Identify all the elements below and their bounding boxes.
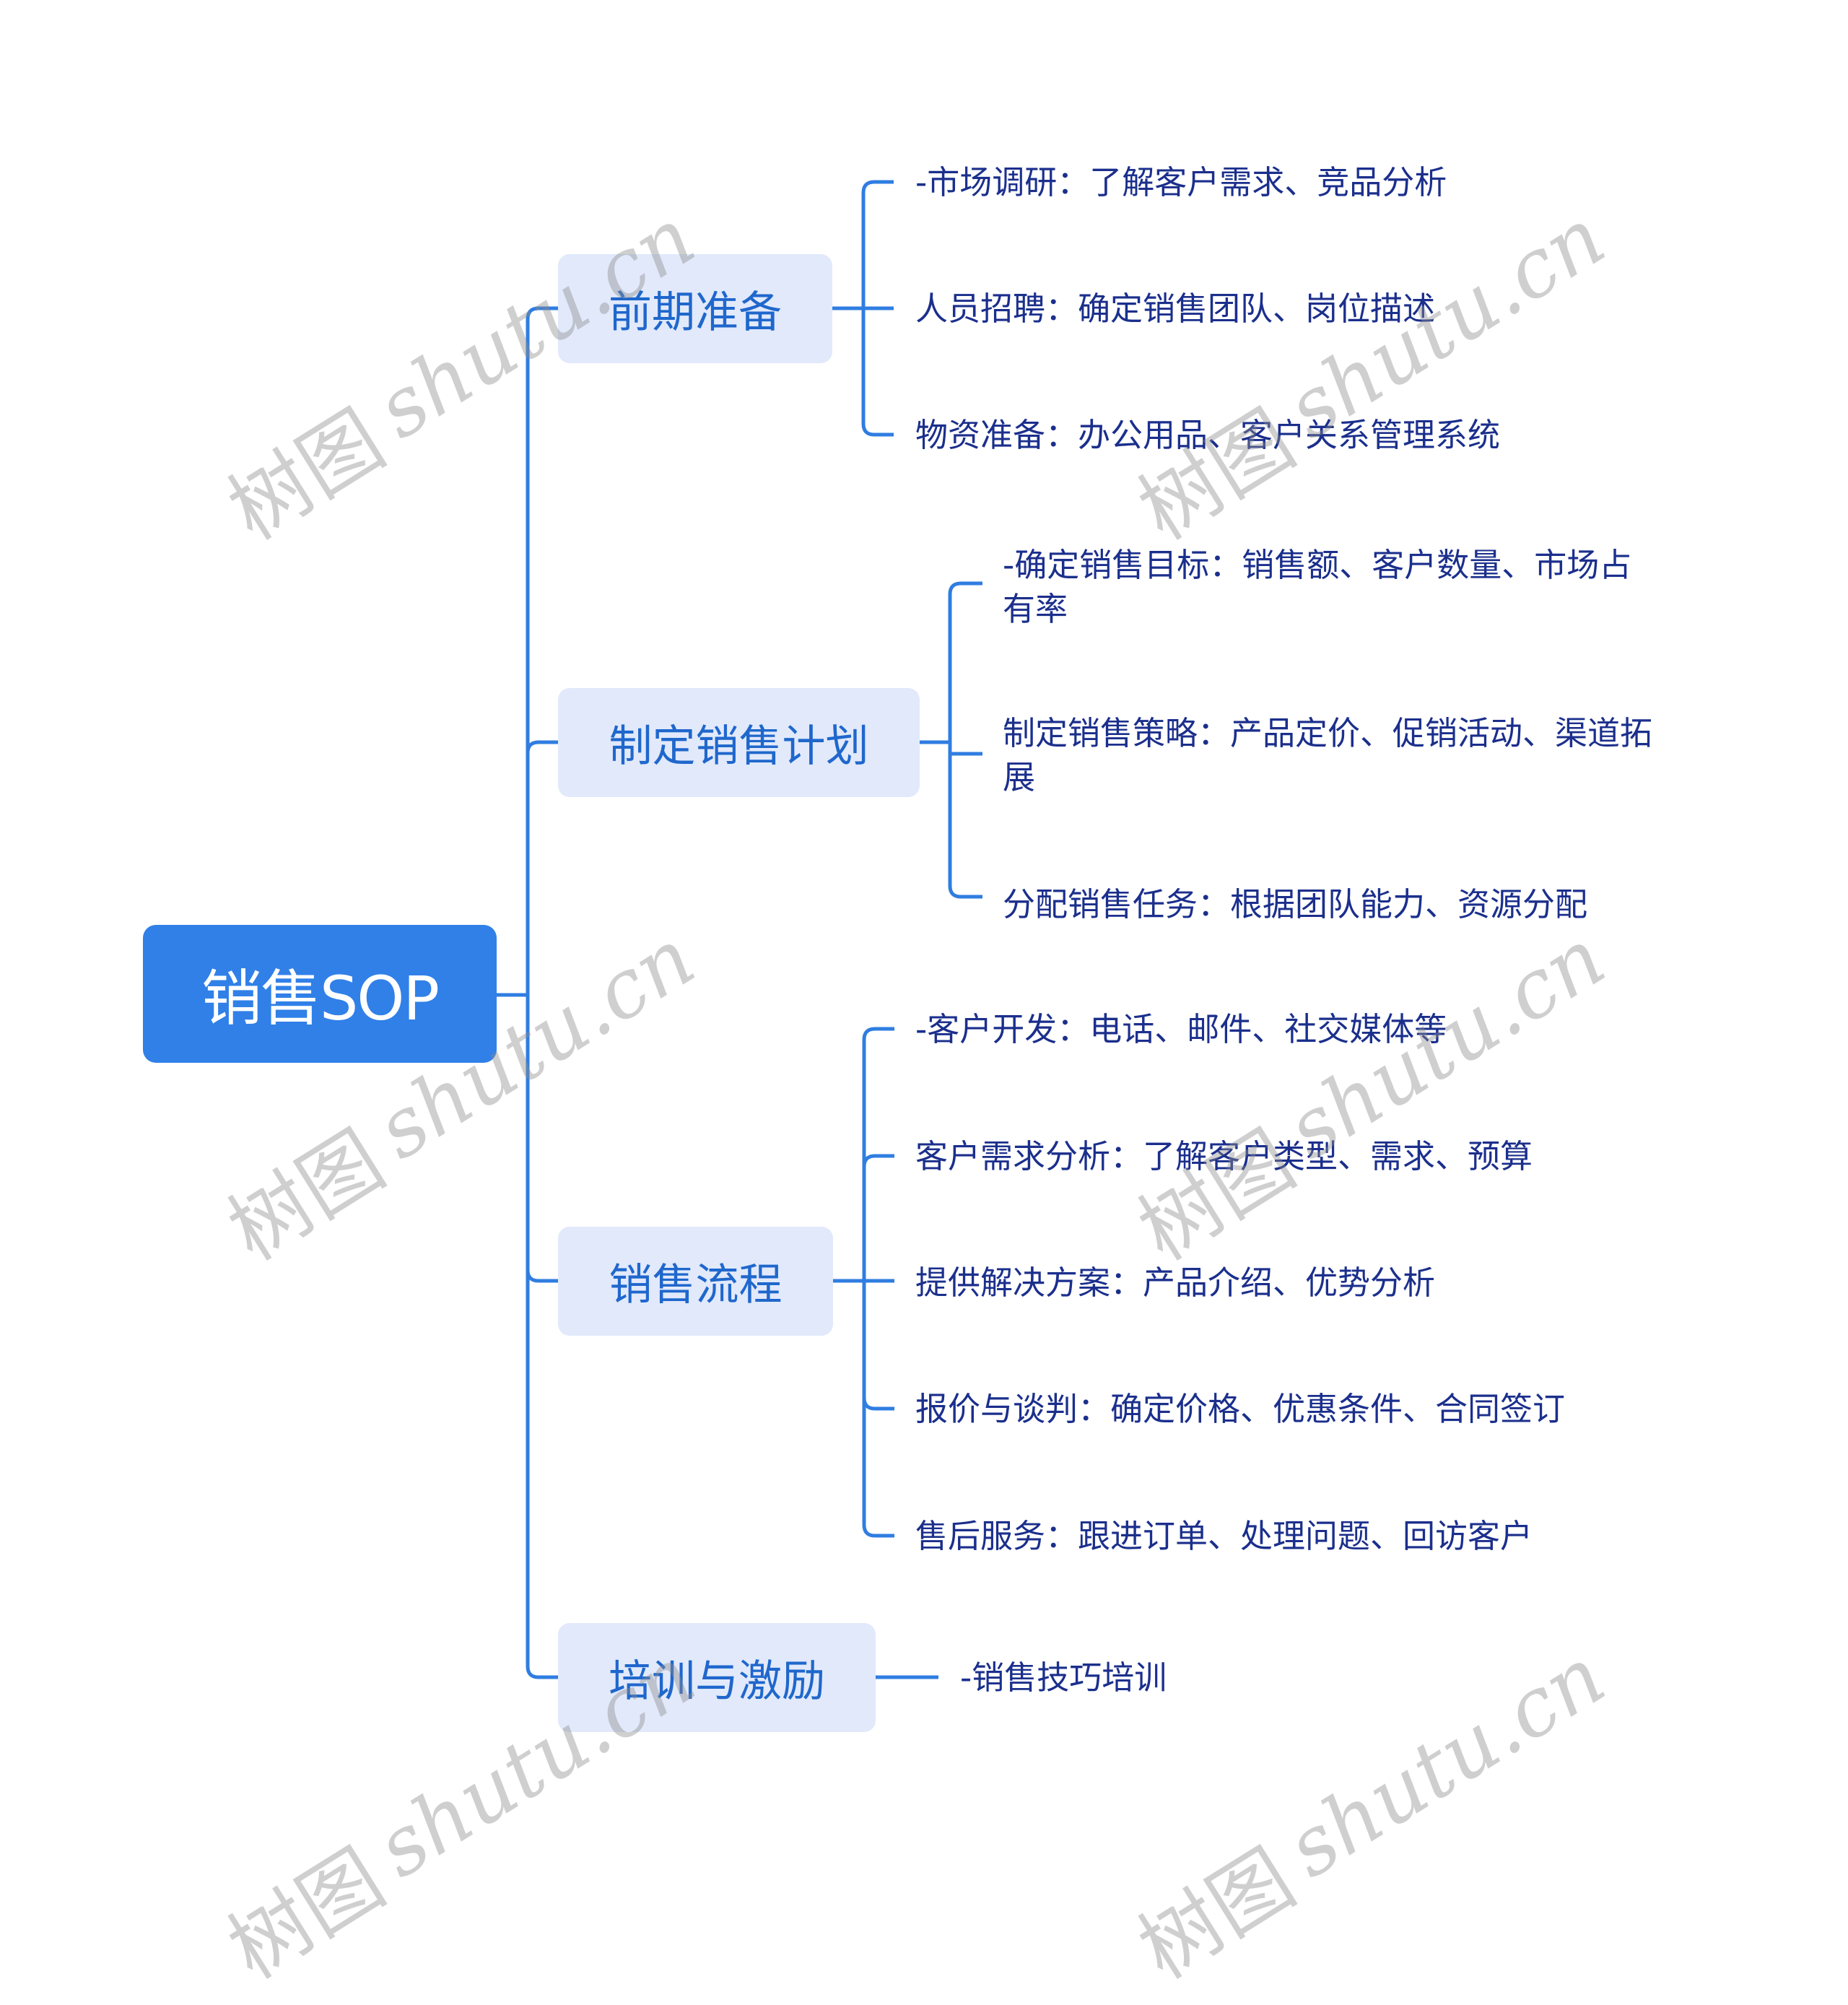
branch-node-training-incentive[interactable]: 培训与激励 [558,1623,876,1732]
leaf-text: 售后服务：跟进订单、处理问题、回访客户 [915,1517,1533,1555]
leaf-node[interactable]: -市场调研：了解客户需求、竞品分析 [915,160,1447,204]
leaf-node[interactable]: -确定销售目标：销售额、客户数量、市场占 有率 [1003,543,1631,631]
branch-node-early-preparation[interactable]: 前期准备 [558,254,832,363]
leaf-text: 提供解决方案：产品介绍、优势分析 [915,1264,1436,1302]
branch-1-bracket [861,180,894,437]
leaf-text-line-1: 制定销售策略：产品定价、促销活动、渠道拓 [1003,714,1653,752]
branch-3-bracket [862,1027,894,1538]
leaf-text: 分配销售任务：根据团队能力、资源分配 [1003,885,1588,923]
leaf-node[interactable]: 提供解决方案：产品介绍、优势分析 [915,1261,1435,1305]
leaf-text: -市场调研：了解客户需求、竞品分析 [915,163,1447,201]
branch-label: 培训与激励 [609,1656,825,1707]
leaf-node[interactable]: 售后服务：跟进订单、处理问题、回访客户 [915,1514,1533,1558]
leaf-node[interactable]: 物资准备：办公用品、客户关系管理系统 [915,413,1500,457]
leaf-node[interactable]: 报价与谈判：确定价格、优惠条件、合同签订 [915,1387,1565,1431]
branch-label: 销售流程 [609,1260,783,1310]
leaf-node[interactable]: -客户开发：电话、邮件、社交媒体等 [915,1007,1447,1051]
root-node[interactable]: 销售SOP [143,925,497,1063]
leaf-node[interactable]: 客户需求分析：了解客户类型、需求、预算 [915,1134,1533,1178]
branch-connector-2 [526,740,558,754]
leaf-text: 物资准备：办公用品、客户关系管理系统 [915,416,1501,454]
branch-connector-3 [526,1269,558,1283]
leaf-text-line-2: 有率 [1003,590,1068,628]
leaf-text: -客户开发：电话、邮件、社交媒体等 [915,1010,1447,1048]
leaf-text: -销售技巧培训 [960,1658,1167,1697]
leaf-node[interactable]: 分配销售任务：根据团队能力、资源分配 [1003,882,1587,926]
leaf-text: 人员招聘：确定销售团队、岗位描述 [915,290,1436,328]
branch-label: 制定销售计划 [609,721,869,772]
branch-3-stub-2 [862,1154,894,1167]
mind-map-canvas: 销售SOP 前期准备 制定销售计划 销售流程 培训与激励 -市场调研：了解客户需… [143,160,1652,1997]
leaf-text: 报价与谈判：确定价格、优惠条件、合同签订 [915,1390,1566,1428]
leaf-node[interactable]: -销售技巧培训 [960,1656,1167,1700]
branch-node-sales-process[interactable]: 销售流程 [558,1227,833,1336]
leaf-node[interactable]: 人员招聘：确定销售团队、岗位描述 [915,287,1435,331]
trunk-line [526,306,558,1679]
leaf-node[interactable]: 制定销售策略：产品定价、促销活动、渠道拓 展 [1003,711,1652,799]
branch-label: 前期准备 [609,287,782,338]
branch-2-bracket [948,581,982,899]
connector-lines [497,180,982,1679]
branch-3-stub-4 [862,1397,894,1411]
root-label: 销售SOP [201,963,440,1034]
leaf-text-line-2: 展 [1003,758,1036,796]
branch-node-sales-plan[interactable]: 制定销售计划 [558,688,920,797]
leaf-text: 客户需求分析：了解客户类型、需求、预算 [915,1137,1533,1175]
leaf-text-line-1: -确定销售目标：销售额、客户数量、市场占 [1003,546,1632,584]
